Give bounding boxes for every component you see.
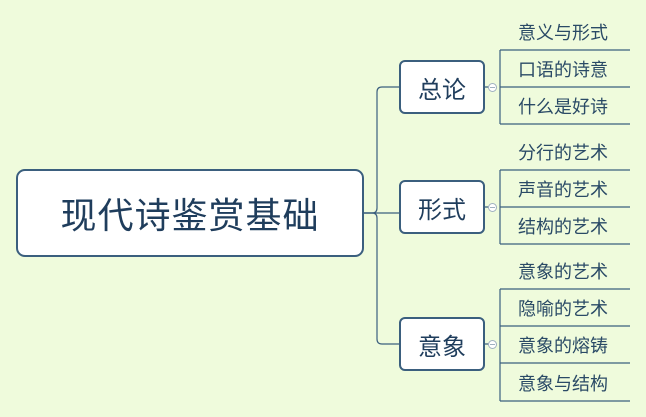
branch-node-imagery[interactable]: 意象 <box>399 317 485 371</box>
collapse-toggle-icon[interactable] <box>488 83 497 92</box>
leaf-node[interactable]: 意义与形式 <box>518 23 608 44</box>
leaf-node[interactable]: 口语的诗意 <box>518 60 608 81</box>
leaf-node[interactable]: 结构的艺术 <box>518 217 608 238</box>
collapse-toggle-icon[interactable] <box>488 340 497 349</box>
leaf-node[interactable]: 隐喻的艺术 <box>518 299 608 320</box>
leaf-node[interactable]: 意象与结构 <box>518 373 608 395</box>
leaf-node[interactable]: 意象的艺术 <box>518 262 608 283</box>
leaf-node[interactable]: 什么是好诗 <box>518 97 608 118</box>
leaf-node[interactable]: 意象的熔铸 <box>518 336 608 357</box>
connector-root-branch-1 <box>364 86 399 214</box>
leaf-node[interactable]: 分行的艺术 <box>518 143 608 164</box>
branch-node-form[interactable]: 形式 <box>399 180 485 234</box>
connector-root-branch-3 <box>364 212 399 345</box>
root-node[interactable]: 现代诗鉴赏基础 <box>16 169 364 257</box>
leaf-node[interactable]: 声音的艺术 <box>518 180 608 201</box>
branch-node-general[interactable]: 总论 <box>399 60 485 114</box>
collapse-toggle-icon[interactable] <box>488 203 497 212</box>
